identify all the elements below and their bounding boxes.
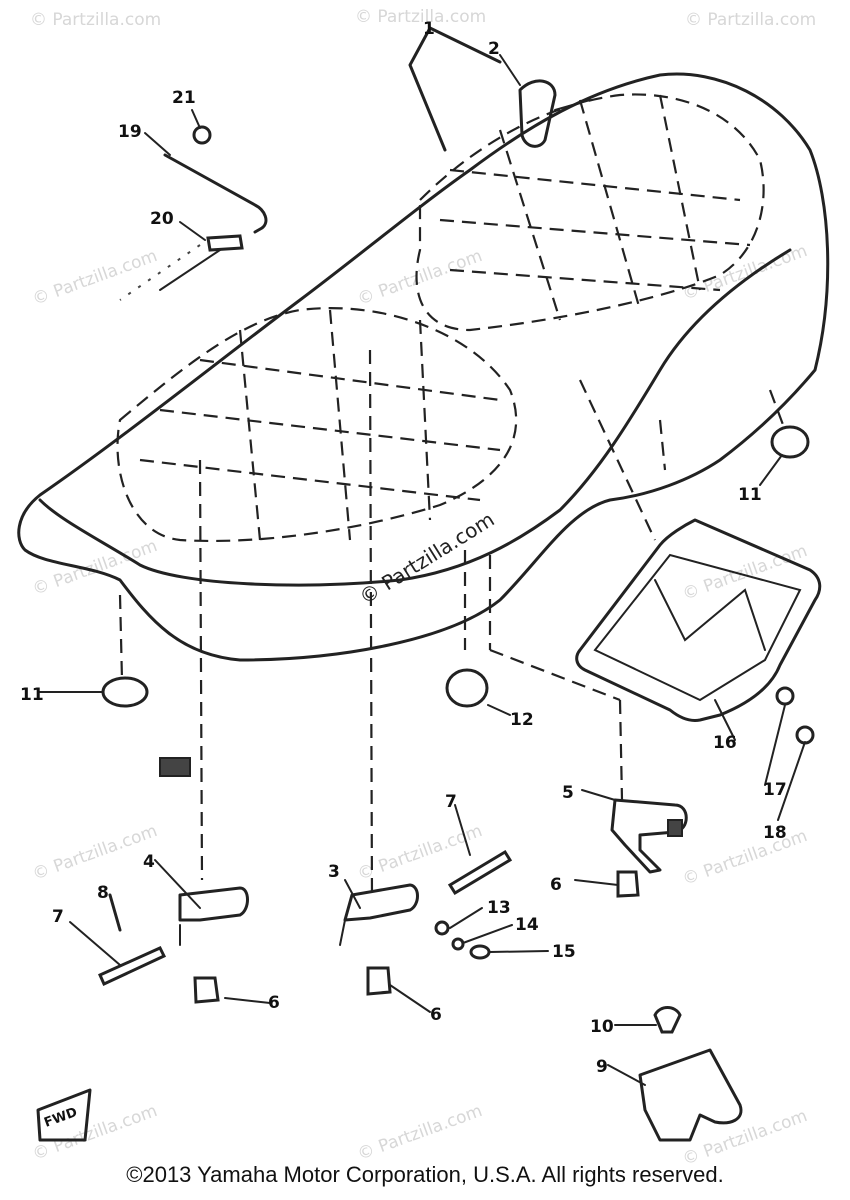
callout-1: 1 — [423, 19, 435, 39]
collar-20 — [206, 234, 244, 252]
callout-6-right: 6 — [550, 875, 562, 895]
pin-15 — [469, 944, 491, 960]
callout-9: 9 — [596, 1057, 608, 1077]
watermark: © Partzilla.com — [680, 826, 810, 890]
callout-18: 18 — [763, 823, 787, 843]
callout-13: 13 — [487, 898, 511, 918]
watermark-layer: © Partzilla.com © Partzilla.com © Partzi… — [30, 7, 816, 1170]
bracket-3 — [339, 883, 419, 946]
watermark: © Partzilla.com — [355, 7, 486, 27]
spring — [159, 757, 191, 777]
callout-7-left: 7 — [52, 907, 64, 927]
watermark: © Partzilla.com — [30, 821, 160, 885]
callout-6-left: 6 — [268, 993, 280, 1013]
damper-11-left — [101, 676, 149, 708]
callout-11-right: 11 — [738, 485, 762, 505]
callout-10: 10 — [590, 1017, 614, 1037]
watermark: © Partzilla.com — [30, 246, 160, 310]
install-line — [768, 389, 787, 431]
watermark: © Partzilla.com — [685, 10, 816, 30]
callout-17: 17 — [763, 780, 787, 800]
washer-14 — [451, 937, 465, 951]
leader-1 — [408, 26, 502, 152]
washer-13 — [434, 920, 450, 936]
damper-12 — [445, 668, 489, 708]
screw-10 — [653, 1006, 682, 1034]
install-line — [368, 349, 374, 901]
damper-11-right — [770, 425, 810, 459]
seat-strap — [518, 79, 591, 148]
watermark: © Partzilla.com — [30, 536, 160, 600]
washer-17 — [775, 686, 795, 706]
callout-19: 19 — [118, 122, 142, 142]
bracket-5 — [610, 798, 688, 874]
nut-6-right — [616, 870, 640, 898]
clip-8 — [108, 893, 122, 932]
bolt-7-left — [98, 946, 167, 987]
nut-21 — [192, 125, 212, 145]
bracket-9 — [638, 1048, 743, 1142]
callout-20: 20 — [150, 209, 174, 229]
callouts: 1 2 21 19 20 11 11 12 16 17 18 5 7 3 6 4… — [20, 19, 787, 1077]
callout-7-right: 7 — [445, 792, 457, 812]
watermark: © Partzilla.com — [30, 10, 161, 30]
callout-3: 3 — [328, 862, 340, 882]
callout-5: 5 — [562, 783, 574, 803]
callout-8: 8 — [97, 883, 109, 903]
nut-6-left — [193, 976, 220, 1004]
copyright-notice: ©2013 Yamaha Motor Corporation, U.S.A. A… — [126, 1162, 724, 1187]
fwd-label: FWD — [42, 1105, 79, 1131]
callout-21: 21 — [172, 88, 196, 108]
install-line — [579, 379, 656, 541]
bolt-7-right — [447, 849, 513, 896]
watermark: © Partzilla.com — [680, 541, 810, 605]
callout-12: 12 — [510, 710, 534, 730]
leader-lines — [39, 54, 806, 1086]
watermark: © Partzilla.com — [355, 1101, 485, 1165]
seat-lock-rod — [119, 153, 268, 301]
callout-6-center: 6 — [430, 1005, 442, 1025]
callout-15: 15 — [552, 942, 576, 962]
callout-2: 2 — [488, 39, 500, 59]
callout-16: 16 — [713, 733, 737, 753]
install-line — [658, 419, 667, 471]
install-line — [198, 459, 204, 881]
install-line — [489, 648, 621, 702]
callout-14: 14 — [515, 915, 539, 935]
nut-6-center — [366, 966, 392, 996]
watermark: © Partzilla.com — [30, 1101, 160, 1165]
bracket-4 — [178, 886, 249, 946]
install-line — [618, 699, 624, 801]
screw-18 — [795, 725, 815, 745]
seat-assembly — [17, 72, 830, 662]
callout-4: 4 — [143, 852, 155, 872]
seat-tray — [575, 518, 822, 722]
install-line — [118, 594, 124, 681]
callout-11-left: 11 — [20, 685, 44, 705]
